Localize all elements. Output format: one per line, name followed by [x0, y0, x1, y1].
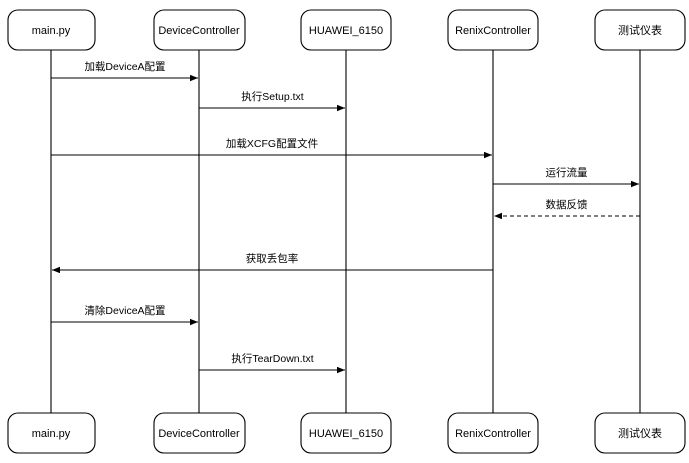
message-m2[interactable]: 执行Setup.txt — [199, 90, 345, 112]
actor-huawei-bottom[interactable]: HUAWEI_6150 — [300, 412, 392, 454]
message-m6[interactable]: 获取丢包率 — [52, 252, 493, 274]
actor-label-renix-top: RenixController — [455, 25, 531, 37]
actor-box-huawei-bottom[interactable] — [300, 412, 392, 454]
actor-label-meter-bottom: 测试仪表 — [618, 426, 662, 440]
actor-label-meter-top: 测试仪表 — [618, 23, 662, 37]
actor-box-device-bottom[interactable] — [153, 412, 246, 454]
message-m1[interactable]: 加载DeviceA配置 — [51, 61, 198, 82]
message-label-m8: 执行TearDown.txt — [231, 352, 313, 365]
actor-box-device-top[interactable] — [153, 9, 246, 51]
actor-box-main-top[interactable] — [7, 9, 96, 51]
actor-meter-top[interactable]: 测试仪表 — [594, 9, 686, 51]
actor-label-device-bottom: DeviceController — [158, 428, 240, 440]
actor-box-renix-bottom[interactable] — [447, 412, 539, 454]
actor-huawei-top[interactable]: HUAWEI_6150 — [300, 9, 392, 51]
message-label-m2: 执行Setup.txt — [241, 90, 304, 103]
actor-box-huawei-top[interactable] — [300, 9, 392, 51]
message-m7[interactable]: 清除DeviceA配置 — [51, 304, 198, 326]
message-label-m4: 运行流量 — [546, 166, 588, 179]
actor-label-device-top: DeviceController — [158, 25, 240, 37]
actor-device-top[interactable]: DeviceController — [153, 9, 246, 51]
actor-main-bottom[interactable]: main.py — [7, 412, 96, 454]
message-m8[interactable]: 执行TearDown.txt — [199, 352, 345, 374]
message-m4[interactable]: 运行流量 — [493, 166, 639, 188]
actor-label-main-top: main.py — [32, 25, 71, 37]
actor-label-main-bottom: main.py — [32, 428, 71, 440]
actor-label-huawei-bottom: HUAWEI_6150 — [309, 428, 383, 440]
lifelines-layer — [50, 50, 641, 413]
actor-main-top[interactable]: main.py — [7, 9, 96, 51]
actor-box-main-bottom[interactable] — [7, 412, 96, 454]
message-label-m5: 数据反馈 — [546, 198, 588, 211]
message-label-m7: 清除DeviceA配置 — [84, 304, 165, 317]
message-m5[interactable]: 数据反馈 — [494, 198, 640, 220]
actor-renix-top[interactable]: RenixController — [447, 9, 539, 51]
actor-box-renix-top[interactable] — [447, 9, 539, 51]
message-m3[interactable]: 加载XCFG配置文件 — [51, 137, 492, 159]
message-label-m1: 加载DeviceA配置 — [84, 61, 165, 73]
message-label-m6: 获取丢包率 — [246, 252, 299, 265]
actor-label-huawei-top: HUAWEI_6150 — [309, 25, 383, 37]
actor-label-renix-bottom: RenixController — [455, 428, 531, 440]
actor-box-meter-top[interactable] — [594, 9, 686, 51]
actor-meter-bottom[interactable]: 测试仪表 — [594, 412, 686, 454]
actors-top-layer: main.py DeviceController HUAWEI_6150 RenixC… — [7, 9, 686, 51]
actors-bottom-layer: main.py DeviceController HUAWEI_6150 RenixC… — [7, 412, 686, 454]
actor-box-meter-bottom[interactable] — [594, 412, 686, 454]
actor-device-bottom[interactable]: DeviceController — [153, 412, 246, 454]
message-label-m3: 加载XCFG配置文件 — [226, 137, 318, 150]
actor-renix-bottom[interactable]: RenixController — [447, 412, 539, 454]
